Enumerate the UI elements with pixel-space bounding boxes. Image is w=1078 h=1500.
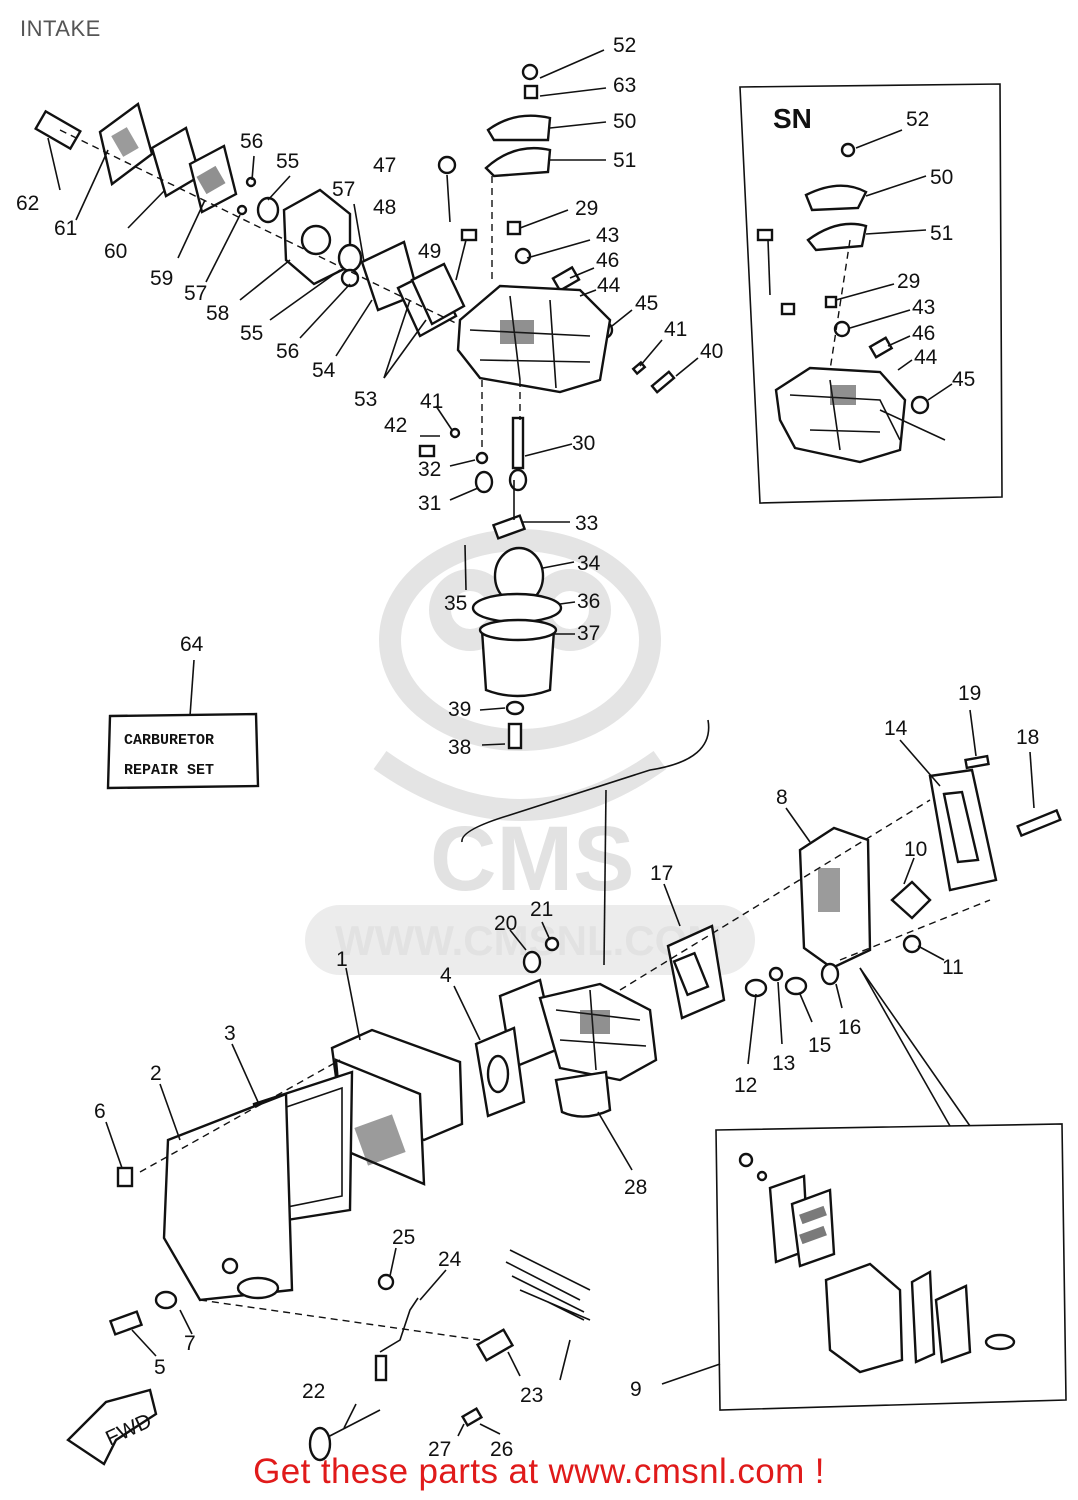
callout-label: 42 [384,414,407,437]
callout-label: 8 [776,786,788,809]
callout-label: 29 [575,197,598,220]
callout-label: 32 [418,458,441,481]
callout-label: 12 [734,1074,757,1097]
callout-label: 28 [624,1176,647,1199]
callout-label: 57 [332,178,355,201]
repair-set-tag: 64 CARBURETOR REPAIR SET [106,633,260,790]
callout-label: 19 [958,682,981,705]
callout-label: 45 [952,368,975,391]
callout-label: 57 [184,282,207,305]
leader-lines [47,49,953,966]
callout-label: 25 [392,1226,415,1249]
callout-label: 3 [224,1022,236,1045]
callout-label: 54 [312,359,336,382]
callout-label: 49 [418,240,441,263]
callout-label: 5 [154,1356,166,1379]
callout-label: 34 [577,552,601,575]
callout-label: 44 [597,274,621,297]
footer-link-text[interactable]: Get these parts at www.cmsnl.com ! [253,1452,825,1491]
callout-label: 1 [336,948,348,971]
float-bowl-parts [464,480,563,750]
callout-label: 11 [942,956,964,979]
callout-label: 18 [1016,726,1039,749]
callout-label: 36 [577,590,600,613]
inset-label: SN [773,103,812,134]
callout-label: 31 [418,492,441,515]
callout-label: 55 [276,150,299,173]
callout-label: 22 [302,1380,325,1403]
cms-watermark: CMS WWW.CMSNL.COM [305,529,755,975]
lower-intake-assembly: FWD [66,709,1067,1466]
callout-label: 44 [914,346,938,369]
callout-label: 51 [613,149,636,172]
callout-label: 16 [838,1016,861,1039]
callout-label: 9 [630,1378,642,1401]
callout-label: 26 [490,1438,513,1461]
callout-label: 39 [448,698,471,721]
callout-label: 37 [577,622,600,645]
callout-label: 60 [104,240,127,263]
callout-label: 58 [206,302,229,325]
sn-inset: SN [739,83,1003,504]
callout-label: 62 [16,192,39,215]
callout-label: 41 [664,318,687,341]
callout-label: 50 [930,166,953,189]
callout-label: 51 [930,222,953,245]
callout-label: 24 [438,1248,462,1271]
callout-label: 15 [808,1034,831,1057]
callout-label: 6 [94,1100,106,1123]
callout-label: 56 [276,340,299,363]
page-title: INTAKE [20,16,101,41]
watermark-brand: CMS [430,808,634,910]
callout-numbers: 52 63 50 51 47 48 29 43 46 44 45 41 40 4… [16,34,1039,1461]
callout-label: 7 [184,1332,196,1355]
callout-label: 63 [613,74,636,97]
callout-label: 29 [897,270,920,293]
callout-label: 10 [904,838,927,861]
callout-label: 43 [912,296,935,319]
callout-label: 38 [448,736,471,759]
repair-set-line2: REPAIR SET [124,762,214,779]
repair-set-line1: CARBURETOR [124,732,214,749]
callout-label: 20 [494,912,517,935]
callout-64: 64 [180,633,204,656]
callout-label: 46 [596,249,619,272]
callout-label: 30 [572,432,595,455]
upper-carburetor [418,63,676,494]
callout-label: 17 [650,862,673,885]
callout-label: 14 [884,717,908,740]
callout-label: 59 [150,267,173,290]
callout-label: 46 [912,322,935,345]
callout-label: 47 [373,154,396,177]
callout-label: 52 [906,108,929,131]
callout-label: 50 [613,110,636,133]
reed-valve-parts [34,102,471,338]
callout-label: 33 [575,512,598,535]
callout-label: 41 [420,390,443,413]
callout-label: 56 [240,130,263,153]
callout-label: 27 [428,1438,451,1461]
callout-label: 45 [635,292,658,315]
callout-label: 35 [444,592,467,615]
callout-label: 48 [373,196,396,219]
callout-label: 43 [596,224,619,247]
callout-label: 52 [613,34,636,57]
callout-label: 40 [700,340,723,363]
callout-label: 2 [150,1062,162,1085]
callout-label: 21 [530,898,553,921]
callout-label: 53 [354,388,377,411]
callout-label: 23 [520,1384,543,1407]
callout-label: 13 [772,1052,795,1075]
callout-label: 55 [240,322,263,345]
callout-label: 4 [440,964,452,987]
callout-label: 61 [54,217,77,240]
